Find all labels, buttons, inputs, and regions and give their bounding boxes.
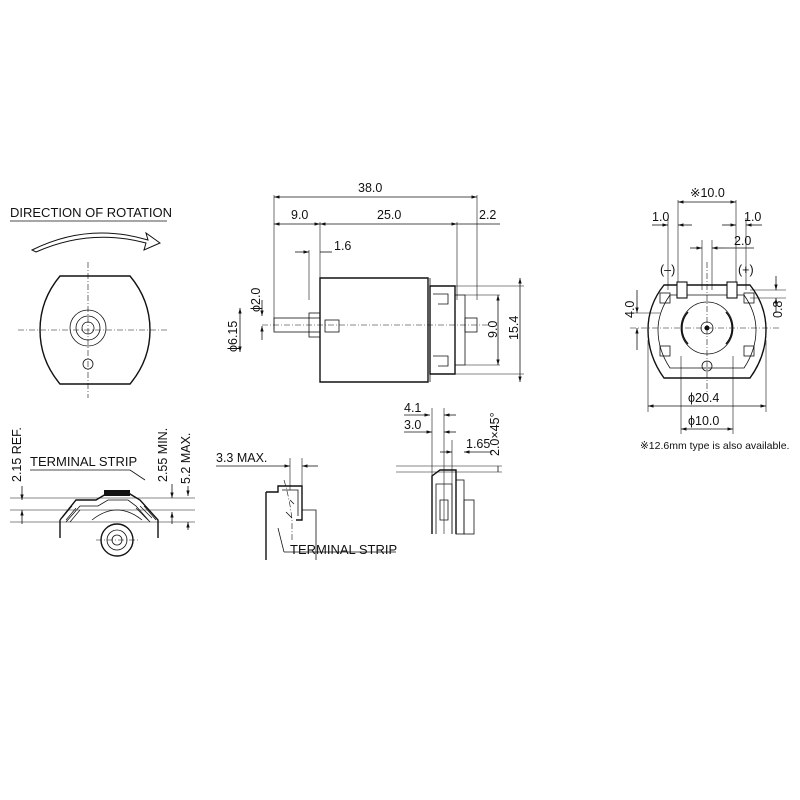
side-view: 38.0 9.0 25.0 2.2 1.6 ϕ2.0 ϕ6.15 [226, 181, 524, 383]
dim-9-height: 9.0 [486, 321, 500, 338]
dim-38: 38.0 [358, 181, 382, 195]
dim-phi2: ϕ2.0 [249, 288, 263, 312]
shaft-circle [81, 321, 95, 335]
end-view: ※10.0 1.0 1.0 2.0 (–) (+) [623, 186, 789, 452]
availability-note: ※12.6mm type is also available. [640, 440, 789, 452]
rotation-arrow [30, 231, 162, 253]
dim-25: 25.0 [377, 208, 401, 222]
vent-hole [82, 358, 94, 370]
terminal-detail-middle: 3.3 MAX. TERMINAL STRIP [216, 451, 397, 560]
motor-body [319, 277, 429, 383]
dim-215-ref: 2.15 REF. [10, 427, 24, 482]
dim-2-gap: 2.0 [734, 234, 751, 248]
dim-52-max: 5.2 MAX. [179, 433, 193, 484]
dim-08: 0.8 [771, 301, 785, 318]
hatch-left [61, 505, 157, 523]
dim-1-left: 1.0 [652, 210, 669, 224]
dim-165: 1.65 [466, 437, 490, 451]
dim-16: 1.6 [334, 239, 351, 253]
front-view: DIRECTION OF ROTATION [10, 205, 172, 398]
terminal-strip-label-2: TERMINAL STRIP [290, 542, 397, 557]
end-cap [429, 285, 456, 375]
dim-phi615: ϕ6.15 [226, 321, 240, 352]
terminal-strip-label-1: TERMINAL STRIP [30, 454, 137, 469]
dim-10-pitch: ※10.0 [690, 186, 725, 200]
dim-9: 9.0 [291, 208, 308, 222]
dim-154: 15.4 [507, 316, 521, 340]
dim-4: 4.0 [623, 301, 637, 318]
dim-chamfer: 2.0×45° [488, 412, 502, 456]
dim-1-right: 1.0 [744, 210, 761, 224]
dim-33-max: 3.3 MAX. [216, 451, 267, 465]
dim-22: 2.2 [479, 208, 496, 222]
dim-41: 4.1 [404, 401, 421, 415]
boss-outer [69, 309, 107, 347]
dim-255-min: 2.55 MIN. [156, 428, 170, 482]
cap-detail: 4.1 3.0 1.65 2.0×45° [396, 401, 502, 535]
end-view-outline [647, 284, 767, 379]
front-body-outline [39, 275, 151, 385]
dim-30: 3.0 [404, 418, 421, 432]
pos-terminal: (+) [738, 263, 754, 277]
direction-of-rotation-label: DIRECTION OF ROTATION [10, 205, 172, 220]
terminal-detail-left: 2.15 REF. 2.55 MIN. 5.2 MAX. TERMINAL ST… [10, 427, 195, 557]
boss-mid [75, 315, 101, 341]
dim-phi10: ϕ10.0 [688, 414, 719, 428]
dim-phi204: ϕ20.4 [688, 391, 719, 405]
neg-terminal: (–) [660, 263, 675, 277]
